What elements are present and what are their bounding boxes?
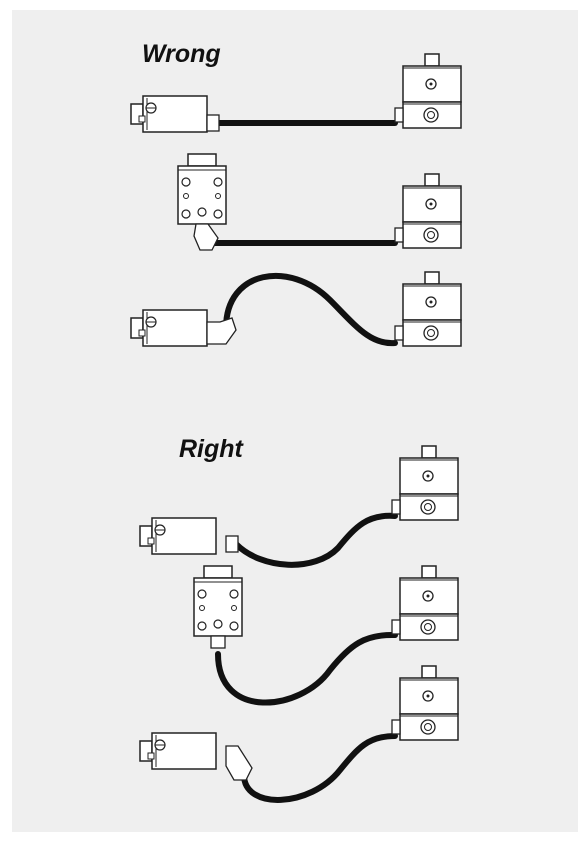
sensor-body [130, 95, 208, 133]
sensor-body [139, 732, 217, 770]
elbow-fitting [193, 223, 219, 251]
hose [223, 272, 398, 347]
elbow-fitting [206, 317, 237, 345]
elbow-fitting [225, 745, 253, 781]
valve-block [391, 445, 459, 521]
valve-block [394, 271, 462, 347]
right-example-2 [193, 565, 459, 706]
wrong-example-3 [130, 271, 462, 347]
right-example-1 [139, 445, 459, 568]
hose [215, 631, 398, 706]
right-example-3 [139, 665, 459, 803]
hose [241, 733, 398, 803]
sensor-body-rotated [177, 153, 227, 225]
wrong-example-1 [130, 53, 462, 133]
sensor-body [130, 309, 208, 347]
sensor-body-rotated [193, 565, 243, 637]
sensor-body [139, 517, 217, 555]
valve-block [394, 173, 462, 249]
heading-right: Right [179, 435, 243, 463]
hose [233, 512, 398, 568]
valve-block [394, 53, 462, 129]
heading-wrong: Wrong [142, 40, 221, 68]
wrong-example-2 [177, 153, 462, 251]
valve-block [391, 565, 459, 641]
valve-block [391, 665, 459, 741]
